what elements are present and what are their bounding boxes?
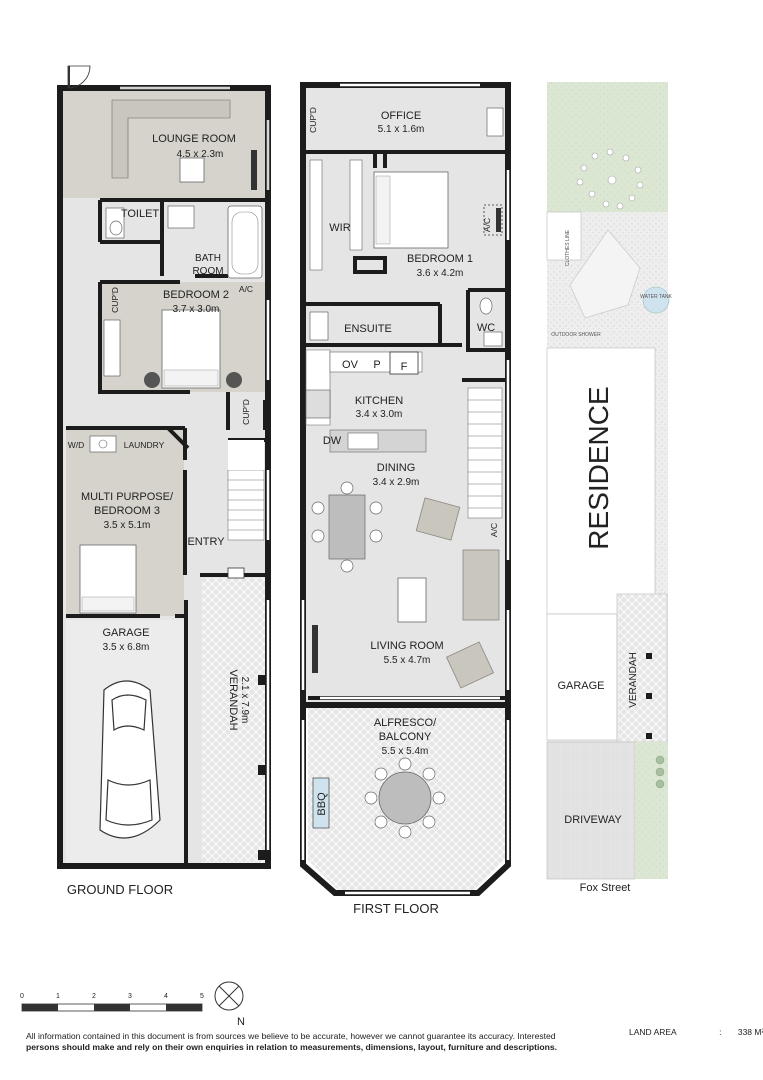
ensuite-label: ENSUITE <box>344 323 392 335</box>
ground-floor-title: GROUND FLOOR <box>67 882 173 897</box>
verandah-floor <box>202 578 268 866</box>
bathtub <box>227 205 263 279</box>
scale-tick-2: 2 <box>92 993 96 1000</box>
office-dims: 5.1 x 1.6m <box>378 124 425 135</box>
bedroom-3-dims: 3.5 x 5.1m <box>104 520 151 531</box>
back-yard-grass <box>547 82 668 212</box>
water-tank-label: WATER TANK <box>640 294 672 300</box>
living-room-dims: 5.5 x 4.7m <box>384 655 431 666</box>
scale-tick-0: 0 <box>20 993 24 1000</box>
verandah-dims: 2.1 x 7.9m <box>239 677 250 724</box>
land-area-value: 338 M² <box>737 1027 763 1037</box>
site-verandah-label: VERANDAH <box>628 652 639 708</box>
tv-unit <box>251 150 257 190</box>
alfresco-table <box>378 771 432 825</box>
disclaimer: All information contained in this docume… <box>26 1031 586 1053</box>
bedroom-3-label: BEDROOM 3 <box>94 505 160 517</box>
first-floor-plan <box>300 82 511 896</box>
first-floor-stairs <box>467 387 503 519</box>
clothesline-label: CLOTHES LINE <box>565 229 571 266</box>
garage-dims: 3.5 x 6.8m <box>103 642 150 653</box>
coffee-table <box>179 157 205 183</box>
office-label: OFFICE <box>381 110 421 122</box>
toilet-label: TOILET <box>121 208 160 220</box>
dining-table <box>328 494 366 560</box>
ground-stairs <box>227 469 265 541</box>
ground-floor-labels: LOUNGE ROOM 4.5 x 2.3m TOILET BATH ROOM … <box>67 133 253 897</box>
scale-tick-4: 4 <box>164 993 168 1000</box>
residence-block <box>546 347 656 615</box>
wd-label: W/D <box>68 440 85 450</box>
land-area-label: LAND AREA <box>629 1027 677 1037</box>
balcony-label: BALCONY <box>379 731 432 743</box>
pantry-label: P <box>373 359 380 371</box>
alfresco-label: ALFRESCO/ <box>374 717 437 729</box>
land-area: LAND AREA : 338 M² <box>629 1027 763 1037</box>
land-area-separator: : <box>719 1027 722 1037</box>
dishwasher-label: DW <box>323 435 342 447</box>
bedroom-1-dims: 3.6 x 4.2m <box>417 268 464 279</box>
entry-label: ENTRY <box>187 536 225 548</box>
scale-bar: 0 1 2 3 4 5 <box>20 993 204 1012</box>
lounge-room-dims: 4.5 x 2.3m <box>177 149 224 160</box>
disclaimer-line-1: All information contained in this docume… <box>26 1031 556 1041</box>
first-floor-title: FIRST FLOOR <box>353 901 439 916</box>
living-sofa <box>462 549 500 621</box>
water-tank <box>642 286 670 314</box>
multi-purpose-label: MULTI PURPOSE/ <box>81 491 174 503</box>
ac-label-2: A/C <box>489 523 499 537</box>
oven-label: OV <box>342 359 359 371</box>
dining-dims: 3.4 x 2.9m <box>373 477 420 488</box>
compass-icon: N <box>214 981 245 1028</box>
site-garage-label: GARAGE <box>557 680 604 692</box>
scale-tick-3: 3 <box>128 993 132 1000</box>
office-cupd-label: CUP'D <box>308 107 318 133</box>
bedroom-2-dims: 3.7 x 3.0m <box>173 304 220 315</box>
street-label: Fox Street <box>580 882 631 894</box>
kitchen-label: KITCHEN <box>355 395 403 407</box>
entry-door-swing <box>67 65 91 89</box>
ac-label-1: A/C <box>482 218 492 232</box>
compass-north-label: N <box>237 1016 245 1028</box>
verandah-label: VERANDAH <box>227 669 239 730</box>
driveway-label: DRIVEWAY <box>564 814 622 826</box>
bbq-label: BBQ <box>316 792 328 816</box>
cupd-label-2: CUP'D <box>241 399 251 425</box>
bath-label: BATH <box>195 253 221 264</box>
car-icon <box>99 680 161 839</box>
bath-room-label: ROOM <box>192 266 223 277</box>
site-plan <box>546 82 670 880</box>
ground-floor-plan <box>57 65 271 869</box>
scale-tick-5: 5 <box>200 993 204 1000</box>
cupd-label-1: CUP'D <box>110 287 120 313</box>
bedroom-1-label: BEDROOM 1 <box>407 253 473 265</box>
bedroom-2-label: BEDROOM 2 <box>163 289 229 301</box>
garage-label: GARAGE <box>102 627 149 639</box>
outdoor-shower-label: OUTDOOR SHOWER <box>551 332 601 338</box>
ac-label: A/C <box>239 284 253 294</box>
first-floor-labels: CUP'D OFFICE 5.1 x 1.6m WIR BEDROOM 1 3.… <box>308 107 499 916</box>
laundry-label: LAUNDRY <box>124 440 165 450</box>
lounge-room-label: LOUNGE ROOM <box>152 133 236 145</box>
bbq <box>312 777 330 829</box>
garden-stones <box>576 148 644 210</box>
fridge-label: F <box>401 361 408 373</box>
living-room-label: LIVING ROOM <box>370 640 443 652</box>
scale-tick-1: 1 <box>56 993 60 1000</box>
dining-label: DINING <box>377 462 416 474</box>
wc-label: WC <box>477 322 495 334</box>
residence-label: RESIDENCE <box>583 386 614 549</box>
alfresco-dims: 5.5 x 5.4m <box>382 746 429 757</box>
site-labels: RESIDENCE GARAGE VERANDAH DRIVEWAY Fox S… <box>551 229 672 894</box>
wir-label: WIR <box>329 222 350 234</box>
kitchen-dims: 3.4 x 3.0m <box>356 409 403 420</box>
disclaimer-line-2: persons should make and rely on their ow… <box>26 1042 558 1052</box>
